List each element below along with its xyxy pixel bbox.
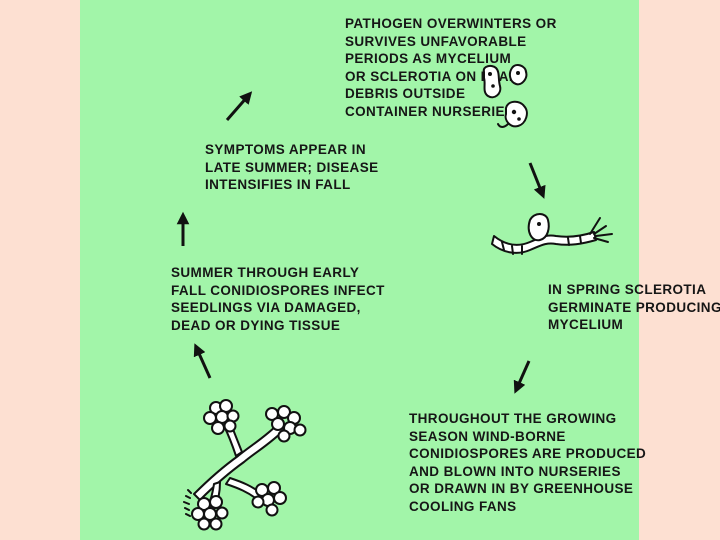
step-line: THROUGHOUT THE GROWING (409, 411, 617, 426)
spore-cluster-bottom (191, 495, 229, 531)
arrow-to-overwintering-icon (225, 91, 253, 121)
arrow-to-germination-icon (528, 162, 546, 199)
step-line: SURVIVES UNFAVORABLE (345, 33, 527, 49)
step-spore-production-label: THROUGHOUT THE GROWING SEASON WIND-BORNE… (409, 410, 646, 515)
step-germination-label: IN SPRING SCLEROTIA GERMINATE PRODUCING … (548, 281, 720, 334)
step-symptoms-label: SYMPTOMS APPEAR IN LATE SUMMER; DISEASE … (205, 141, 379, 194)
spore-cluster-top (203, 399, 240, 435)
step-line: GERMINATE PRODUCING (548, 299, 720, 315)
step-line: AND BLOWN INTO NURSERIES (409, 463, 621, 479)
step-line: IN SPRING SCLEROTIA (548, 282, 707, 297)
step-overwintering-label: PATHOGEN OVERWINTERS OR SURVIVES UNFAVOR… (345, 15, 557, 120)
step-line: COOLING FANS (409, 498, 517, 514)
spore-cluster-lower-right (251, 481, 287, 517)
step-line: OR DRAWN IN BY GREENHOUSE (409, 481, 634, 496)
step-line: CONTAINER NURSERIES (345, 103, 515, 119)
step-line: INTENSIFIES IN FALL (205, 177, 351, 192)
step-line: PERIODS AS MYCELIUM (345, 51, 512, 66)
step-line: LATE SUMMER; DISEASE (205, 159, 379, 175)
step-line: SEEDLINGS VIA DAMAGED, (171, 300, 361, 315)
step-line: FALL CONIDIOSPORES INFECT (171, 282, 385, 298)
step-line: SEASON WIND-BORNE (409, 428, 566, 444)
step-line: DEBRIS OUTSIDE (345, 86, 466, 101)
cycle-arrows (176, 91, 546, 394)
germinating-mycelium-icon (491, 213, 613, 255)
step-infection-label: SUMMER THROUGH EARLY FALL CONIDIOSPORES … (171, 264, 385, 334)
spore-cluster-right (265, 405, 307, 443)
step-line: PATHOGEN OVERWINTERS OR (345, 16, 557, 31)
arrow-to-spores-icon (513, 360, 531, 394)
step-line: SUMMER THROUGH EARLY (171, 265, 360, 280)
step-line: DEAD OR DYING TISSUE (171, 317, 341, 333)
step-line: MYCELIUM (548, 317, 624, 332)
sclerotia-icon (482, 64, 528, 128)
diagram-panel: PATHOGEN OVERWINTERS OR SURVIVES UNFAVOR… (80, 0, 720, 540)
step-line: SYMPTOMS APPEAR IN (205, 142, 366, 157)
arrow-to-infection-icon (193, 343, 212, 379)
step-line: CONIDIOSPORES ARE PRODUCED (409, 446, 647, 461)
conidiophore-icon (183, 399, 307, 531)
step-line: OR SCLEROTIA ON PLANT (345, 68, 528, 84)
